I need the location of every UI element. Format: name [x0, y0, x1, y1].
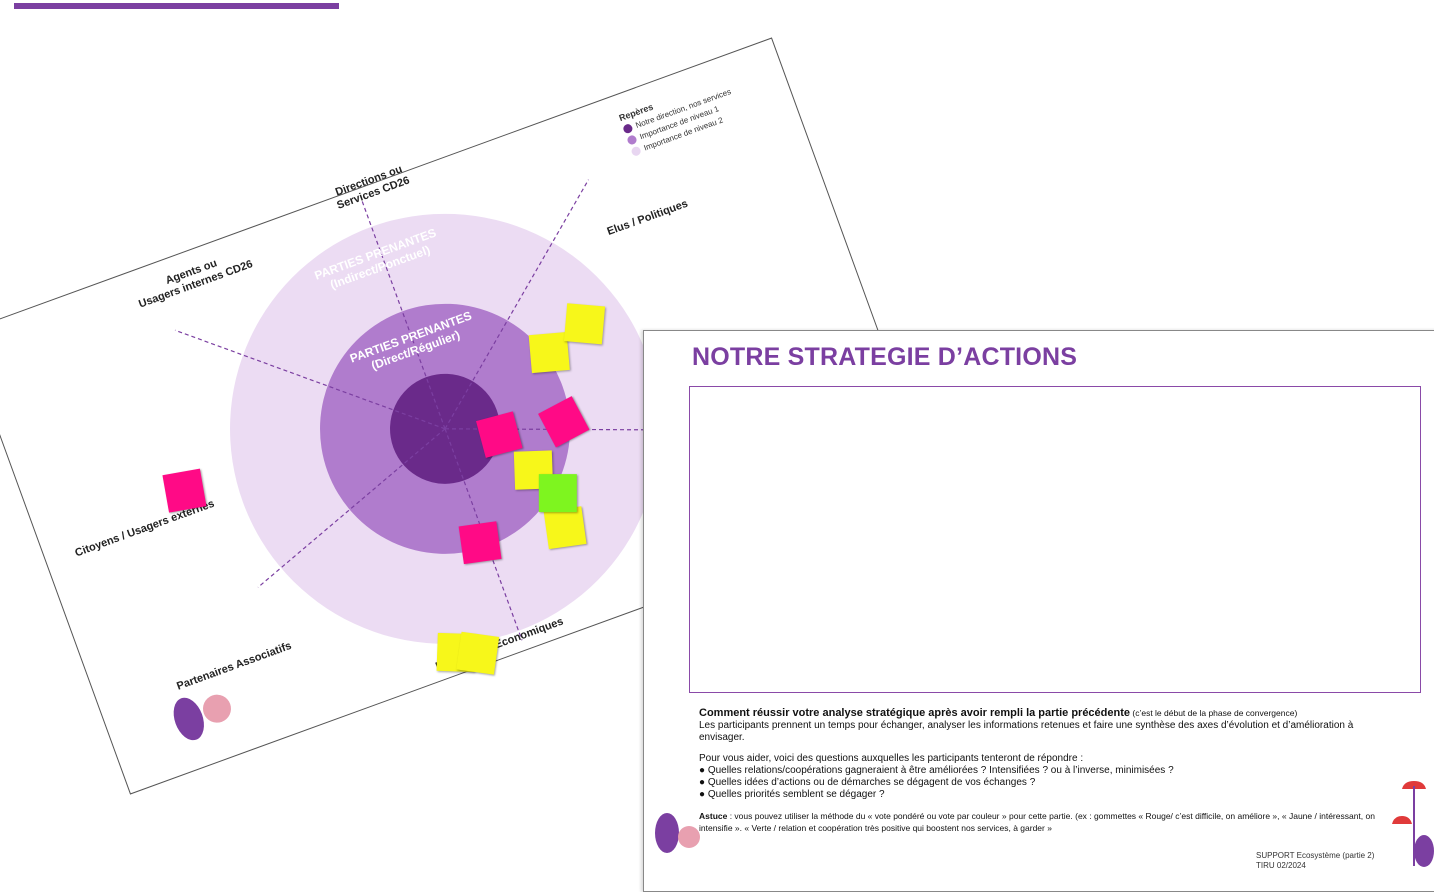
- ecosystem-diagram: [173, 179, 691, 741]
- flower-decoration-icon: [1392, 781, 1434, 867]
- sticky-note-pink[interactable]: [162, 468, 207, 513]
- astuce-label: Astuce: [699, 811, 728, 821]
- question-title: Comment réussir votre analyse stratégiqu…: [699, 707, 1131, 719]
- footer-line-1: SUPPORT Ecosystème (partie 2): [1256, 851, 1375, 860]
- sticky-note-yellow[interactable]: [563, 303, 606, 345]
- instructions: Comment réussir votre analyse stratégiqu…: [699, 707, 1379, 834]
- question-note: (c’est le début de la phase de convergen…: [1130, 708, 1298, 718]
- legend-dot-icon: [626, 134, 638, 146]
- page-title: NOTRE STRATEGIE D’ACTIONS: [692, 343, 1078, 371]
- strategy-input-area[interactable]: [689, 386, 1421, 693]
- sticky-note-green[interactable]: [538, 474, 577, 513]
- help-text: Pour vous aider, voici des questions aux…: [699, 753, 1084, 764]
- strategy-slide: NOTRE STRATEGIE D’ACTIONS Comment réussi…: [643, 330, 1434, 892]
- tree-logo-icon: [655, 813, 700, 853]
- footer-line-2: TIRU 02/2024: [1256, 861, 1306, 870]
- bullet-item: ● Quelles idées d’actions ou de démarche…: [699, 777, 1036, 788]
- astuce-text: : vous pouvez utiliser la méthode du « v…: [699, 811, 1375, 833]
- sticky-note-yellow[interactable]: [456, 631, 500, 675]
- intro-text: Les participants prennent un temps pour …: [699, 720, 1354, 743]
- sticky-note-pink[interactable]: [458, 521, 502, 565]
- header-accent-bar: [14, 3, 339, 9]
- ecosystem-slide: Repères Notre direction, nos services Im…: [0, 37, 941, 795]
- footer: SUPPORT Ecosystème (partie 2) TIRU 02/20…: [1256, 851, 1374, 871]
- sticky-note-yellow[interactable]: [543, 506, 587, 550]
- legend-dot-icon: [622, 122, 634, 135]
- bullet-item: ● Quelles priorités semblent se dégager …: [699, 789, 885, 800]
- bullet-item: ● Quelles relations/coopérations gagnera…: [699, 765, 1174, 776]
- site-logo-trees: [173, 694, 231, 741]
